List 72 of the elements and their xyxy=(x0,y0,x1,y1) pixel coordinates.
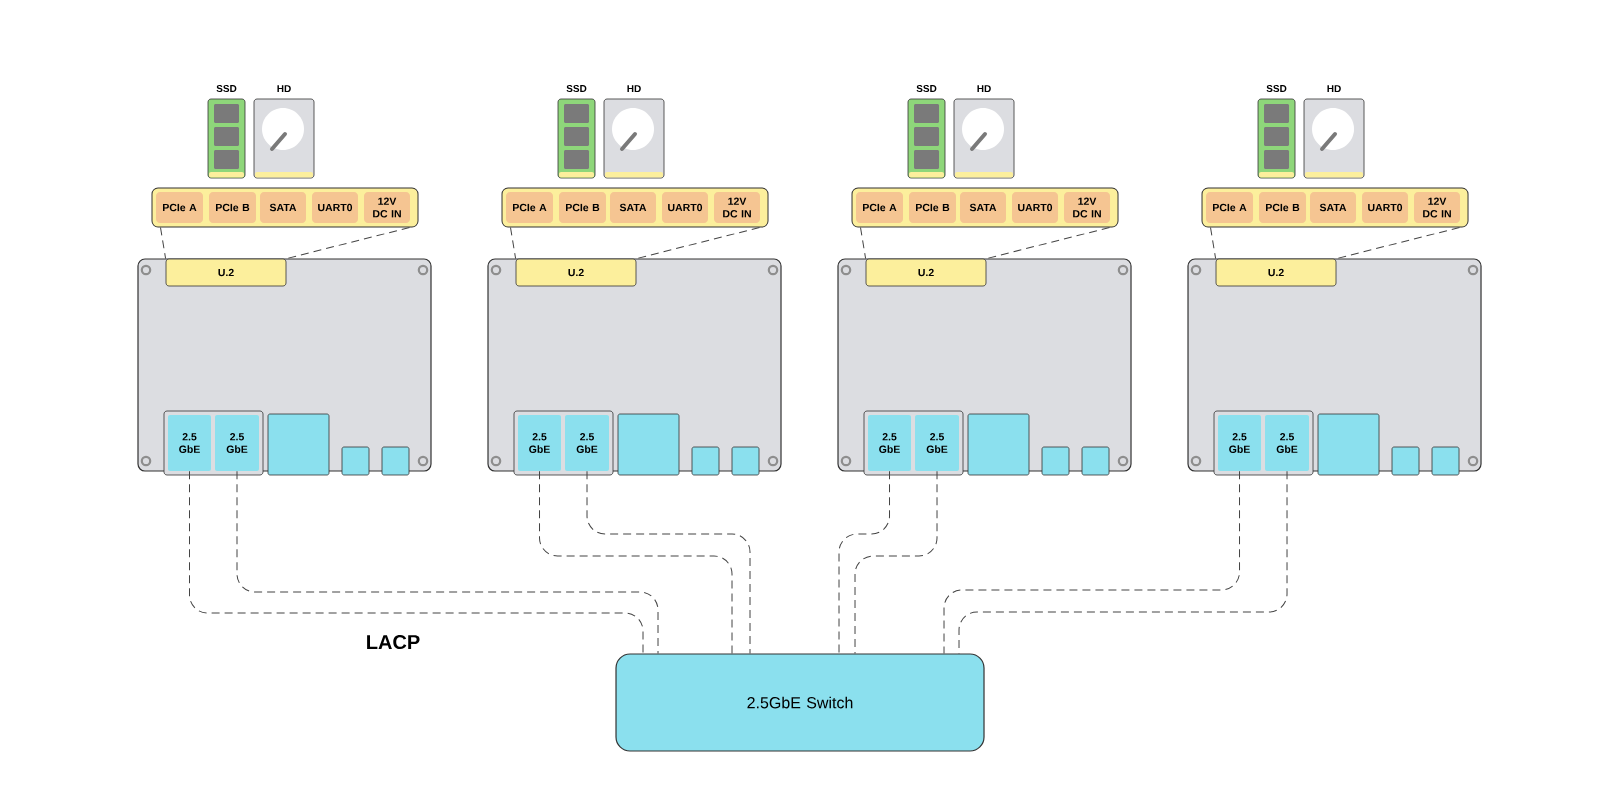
connector-label: UART0 xyxy=(662,192,708,223)
ethernet-port: 2.5 GbE xyxy=(868,415,911,471)
connector-label: 12V DC IN xyxy=(714,192,760,223)
cable-line xyxy=(943,470,1240,654)
connector-tab: U.2 xyxy=(165,258,287,287)
connector-label: PCIe B xyxy=(209,192,256,223)
connector-tab: U.2 xyxy=(865,258,987,287)
node-label: HD xyxy=(977,85,991,93)
connector-label: SATA xyxy=(1310,192,1356,223)
ssd-drawing: SSD xyxy=(557,85,596,179)
node-label: SSD xyxy=(1266,84,1287,93)
connector-label: PCIe A xyxy=(1206,192,1253,223)
ethernet-port: 2.5 GbE xyxy=(1265,415,1309,471)
cable-line xyxy=(854,470,938,654)
cable-line xyxy=(539,470,733,654)
port xyxy=(731,446,760,476)
node-label: HD xyxy=(627,85,641,93)
hard-drive-drawing: HD xyxy=(953,85,1015,179)
ssd-drawing: SSD xyxy=(207,85,246,179)
ethernet-port: 2.5 GbE xyxy=(565,415,609,471)
connector-label: PCIe B xyxy=(1259,192,1306,223)
connector-label: 12V DC IN xyxy=(1064,192,1110,223)
hard-drive-drawing: HD xyxy=(603,85,665,179)
leader-line xyxy=(160,227,167,260)
connector-label: PCIe A xyxy=(156,192,203,223)
connector-label: SATA xyxy=(260,192,306,223)
connector-label: 12V DC IN xyxy=(1414,192,1460,223)
port xyxy=(381,446,410,476)
node-label: SSD xyxy=(916,84,937,93)
cable-line xyxy=(586,470,751,654)
port xyxy=(691,446,720,476)
connector-label: SATA xyxy=(960,192,1006,223)
ssd-drawing: SSD xyxy=(1257,85,1296,179)
connector-label: 12V DC IN xyxy=(364,192,410,223)
connector-tab: U.2 xyxy=(515,258,637,287)
connector-tab: U.2 xyxy=(1215,258,1337,287)
hard-drive-drawing: HD xyxy=(1303,85,1365,179)
connector-label: PCIe B xyxy=(909,192,956,223)
ethernet-port: 2.5 GbE xyxy=(915,415,959,471)
connector-label: PCIe A xyxy=(856,192,903,223)
node-label: SSD xyxy=(216,84,237,93)
connector-label: UART0 xyxy=(1012,192,1058,223)
ethernet-port: 2.5 GbE xyxy=(168,415,211,471)
leader-line xyxy=(510,227,517,260)
cable-line xyxy=(958,470,1288,654)
connector-label: UART0 xyxy=(1362,192,1408,223)
switch-box: 2.5GbE Switch xyxy=(615,653,985,752)
node-label: HD xyxy=(1327,85,1341,93)
connector-label: PCIe A xyxy=(506,192,553,223)
connector-label: PCIe B xyxy=(559,192,606,223)
port xyxy=(1041,446,1070,476)
leader-line xyxy=(1210,227,1217,260)
node-label: SSD xyxy=(566,84,587,93)
ethernet-port: 2.5 GbE xyxy=(215,415,259,471)
cable-line xyxy=(838,470,890,654)
port xyxy=(267,413,330,476)
leader-line xyxy=(860,227,867,260)
ethernet-port: 2.5 GbE xyxy=(518,415,561,471)
ssd-drawing: SSD xyxy=(907,85,946,179)
node-label: HD xyxy=(277,85,291,93)
connector-label: SATA xyxy=(610,192,656,223)
port xyxy=(1391,446,1420,476)
port xyxy=(1431,446,1460,476)
network-label: LACP xyxy=(367,634,420,650)
port xyxy=(1081,446,1110,476)
connector-label: UART0 xyxy=(312,192,358,223)
port xyxy=(967,413,1030,476)
port xyxy=(341,446,370,476)
hard-drive-drawing: HD xyxy=(253,85,315,179)
port xyxy=(617,413,680,476)
port xyxy=(1317,413,1380,476)
ethernet-port: 2.5 GbE xyxy=(1218,415,1261,471)
